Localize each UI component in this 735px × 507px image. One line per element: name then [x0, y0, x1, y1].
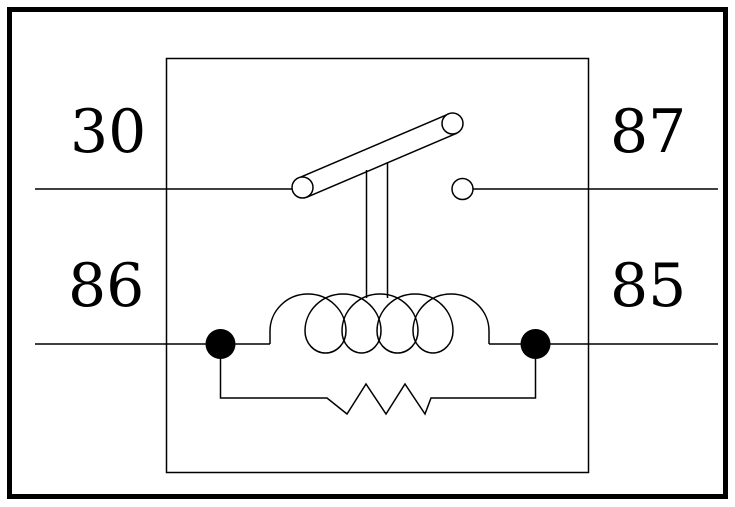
pin-label-30: 30: [70, 97, 146, 167]
relay-coil: [269, 293, 490, 354]
pin-label-85: 85: [610, 251, 686, 321]
switch-arm-tip: [441, 112, 464, 135]
switch-pivot-contact: [291, 176, 314, 199]
relay-housing: [165, 57, 590, 474]
suppression-resistor: [219, 344, 537, 416]
normally-open-contact-87: [451, 177, 474, 201]
pin-label-87: 87: [610, 97, 686, 167]
outer-frame: [7, 7, 728, 499]
switch-arm: [298, 113, 457, 198]
pin-label-86: 86: [68, 251, 144, 321]
actuator-rod: [365, 162, 389, 298]
